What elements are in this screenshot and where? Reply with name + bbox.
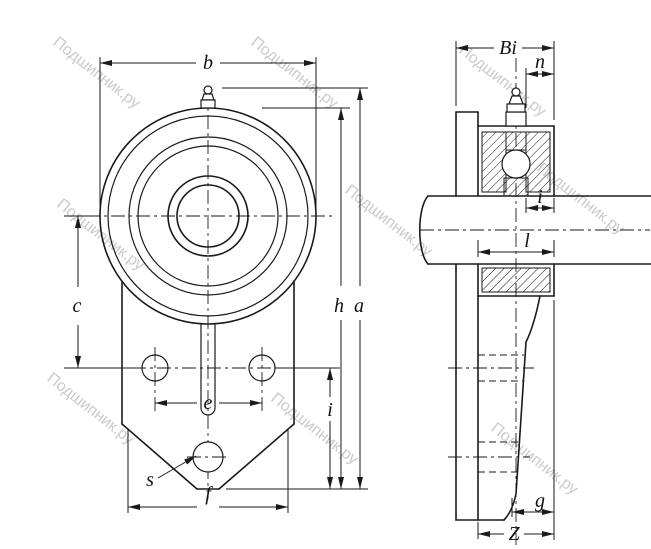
rib-profile (448, 295, 541, 521)
dim-label-Z: Z (508, 523, 520, 545)
dim-label-c: c (73, 295, 82, 317)
ball (501, 149, 531, 179)
dim-label-s: s (146, 469, 154, 491)
dim-label-i-side: i (537, 186, 543, 208)
dim-label-e: e (204, 392, 213, 414)
watermark-layer: Подшипник.ру Подшипник.ру Подшипник.ру П… (44, 34, 628, 499)
dim-l: l (477, 230, 555, 257)
dim-e: e (155, 392, 262, 414)
bolt-holes (132, 347, 285, 473)
dim-label-b: b (203, 52, 213, 74)
dim-h-a-i: i h a (222, 87, 368, 490)
side-view: Bi n i l g (419, 37, 651, 545)
dim-i-side: i (525, 186, 555, 213)
dim-c: c (64, 215, 140, 369)
dim-label-f: f (205, 483, 213, 505)
bearing-section (477, 125, 555, 297)
watermark-text: Подшипник.ру (248, 34, 342, 113)
dim-g: g (511, 300, 555, 540)
dim-n: n (525, 51, 554, 108)
watermark-text: Подшипник.ру (268, 390, 362, 469)
grease-nipple-front (200, 85, 216, 109)
dim-f: f (127, 430, 289, 513)
dim-label-h: h (334, 295, 344, 317)
dim-label-g: g (535, 490, 545, 512)
dim-label-i-front: i (327, 399, 333, 421)
shaft (419, 195, 651, 265)
dim-Z: Z (477, 522, 554, 545)
dim-label-n: n (535, 51, 545, 73)
dim-label-a: a (354, 295, 364, 317)
dim-label-l: l (524, 230, 530, 252)
dim-label-Bi: Bi (499, 37, 517, 59)
front-view: b c e s f (64, 52, 368, 513)
watermark-text: Подшипник.ру (50, 34, 144, 113)
flange-outline (121, 280, 295, 490)
watermark-text: Подшипник.ру (44, 370, 138, 449)
dim-b: b (99, 52, 317, 212)
watermark-text: Подшипник.ру (488, 420, 582, 499)
central-rib (200, 324, 216, 416)
dim-Bi: Bi (455, 37, 555, 120)
flange-plate (455, 111, 505, 521)
grease-nipple-side (505, 87, 527, 127)
dim-s: s (146, 455, 197, 491)
